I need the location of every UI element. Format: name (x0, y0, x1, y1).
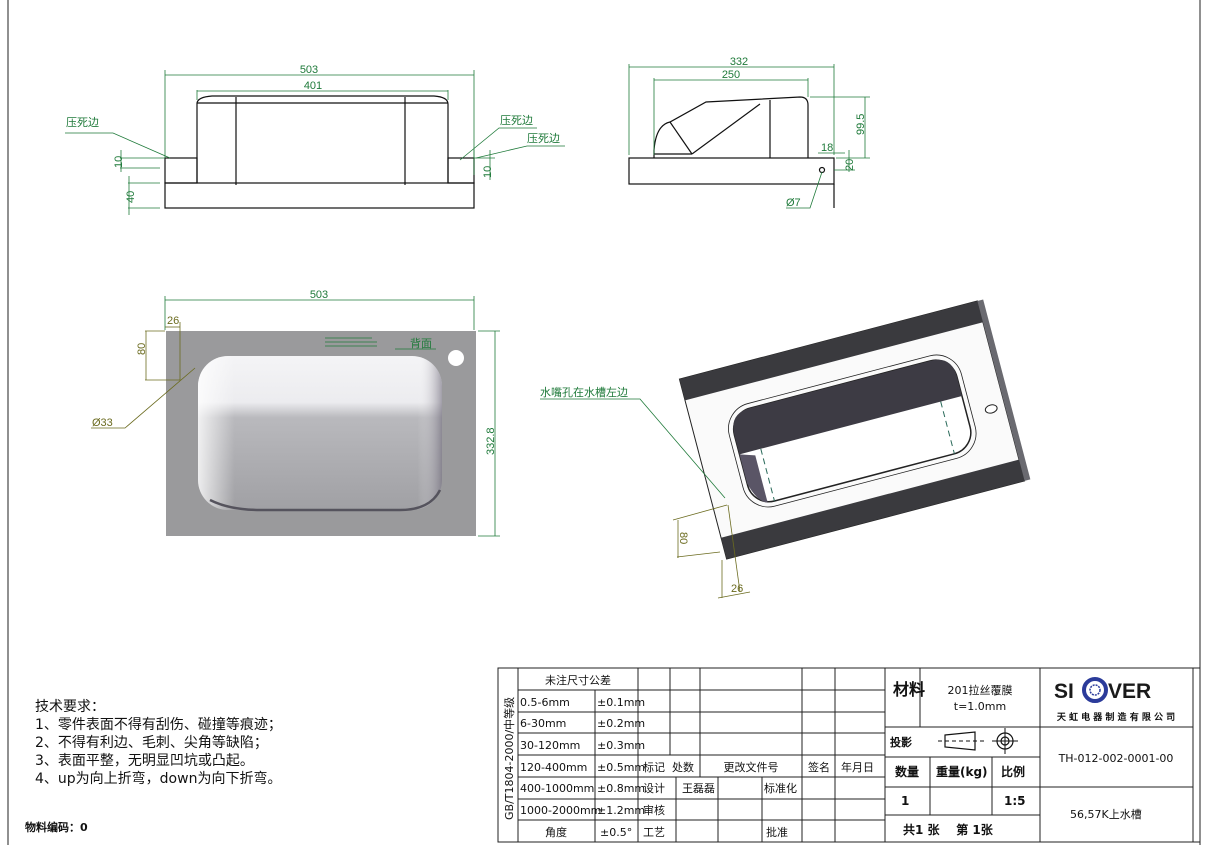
material-label: 材料 (893, 680, 925, 699)
company-logo: SI VER 天 虹 电 器 制 造 有 限 公 司 (1054, 677, 1175, 723)
tech-req-item: 2、不得有利边、毛刺、尖角等缺陷； (35, 735, 268, 751)
tolerance-table: GB/T1804-2000/中等级 未注尺寸公差 0.5-6mm ±0.1mm … (497, 667, 1201, 843)
dim-503: 503 (300, 64, 318, 76)
note-press-edge-left: 压死边 (66, 116, 99, 129)
front-view: 503 401 10 40 10 压死边 压死边 压死边 (65, 64, 565, 215)
scale-label: 比例 (1001, 764, 1025, 779)
dim-10-right: 10 (482, 166, 494, 178)
rev-count: 处数 (672, 761, 694, 774)
tech-req-title: 技术要求： (35, 699, 105, 715)
qty-value: 1 (901, 794, 909, 808)
dim-80: 80 (136, 343, 148, 355)
qty-label: 数量 (895, 764, 919, 779)
top-view: 背面 503 332.8 26 80 Ø33 (91, 289, 500, 537)
note-back-side: 背面 (410, 336, 432, 350)
rev-doc-no: 更改文件号 (724, 760, 779, 774)
material-code: 物料编码：0 (25, 821, 88, 834)
tol-range: 120-400mm (520, 761, 587, 774)
tol-value: ±0.2mm (597, 717, 645, 730)
first-angle-projection-icon (938, 728, 1018, 754)
tol-range: 6-30mm (520, 717, 566, 730)
company-name: 天 虹 电 器 制 造 有 限 公 司 (1057, 711, 1175, 723)
tol-range: 30-120mm (520, 739, 580, 752)
projection-label: 投影 (890, 735, 912, 749)
note-faucet-hole-left: 水嘴孔在水槽左边 (540, 386, 628, 399)
tub-outline (196, 95, 449, 183)
iso-dim-80: 80 (677, 532, 689, 544)
rev-date: 年月日 (841, 760, 874, 774)
dim-20: 20 (844, 159, 856, 171)
dim-401: 401 (304, 80, 322, 92)
dim-10-left: 10 (113, 156, 125, 168)
iso-dim-26: 26 (731, 583, 743, 595)
title-block: 材料 201拉丝覆膜 t=1.0mm 投影 数量 重量(kg) 比例 1 1:5… (885, 668, 1194, 842)
sheet-count: 共1 张 第 1张 (903, 822, 994, 837)
tolerance-header: 未注尺寸公差 (545, 673, 611, 687)
rev-mark: 标记 (643, 760, 665, 774)
angle-label: 角度 (545, 825, 567, 839)
svg-text:SI: SI (1054, 680, 1074, 703)
design-label: 设计 (643, 782, 665, 795)
tech-req-item: 3、表面平整，无明显凹坑或凸起。 (35, 753, 254, 769)
side-tub-outline (653, 96, 809, 158)
tech-req-item: 1、零件表面不得有刮伤、碰撞等痕迹； (35, 717, 282, 733)
dim-250: 250 (722, 69, 740, 81)
faucet-hole (448, 350, 464, 366)
tolerance-standard: GB/T1804-2000/中等级 (502, 697, 516, 820)
tol-value: ±0.1mm (597, 696, 645, 709)
tol-value: ±0.3mm (597, 739, 645, 752)
iso-view: 水嘴孔在水槽左边 80 26 (540, 299, 1031, 599)
approve-label: 批准 (766, 825, 788, 839)
technical-requirements: 技术要求： 1、零件表面不得有刮伤、碰撞等痕迹； 2、不得有利边、毛刺、尖角等缺… (35, 698, 282, 788)
rev-sign: 签名 (808, 760, 830, 774)
standardize-label: 标准化 (764, 781, 797, 795)
tol-range: 400-1000mm (520, 782, 594, 795)
tol-value: ±1.2mm (597, 804, 645, 817)
part-name: 56,57K上水槽 (1070, 808, 1142, 821)
side-base (628, 157, 835, 185)
note-press-edge-right-2: 压死边 (527, 132, 560, 145)
process-label: 工艺 (643, 826, 665, 839)
base-plate (164, 182, 475, 209)
flange-right (447, 157, 475, 184)
dim-40: 40 (125, 191, 137, 203)
tol-range: 1000-2000mm (520, 804, 601, 817)
dim-332: 332 (730, 56, 748, 68)
tol-range: 0.5-6mm (520, 696, 570, 709)
dim-33: Ø33 (92, 417, 113, 429)
dim-hole-7: Ø7 (786, 197, 801, 209)
designer-name: 王磊磊 (682, 782, 715, 795)
material-value: 201拉丝覆膜 (948, 683, 1013, 697)
side-view: 332 250 99.5 18 20 Ø7 (628, 56, 870, 209)
dim-332-8: 332.8 (485, 427, 497, 455)
tech-req-item: 4、up为向上折弯，down为向下折弯。 (35, 771, 282, 787)
dim-99-5: 99.5 (855, 114, 867, 135)
dim-18: 18 (821, 142, 833, 154)
dim-top-503: 503 (310, 289, 328, 301)
scale-value: 1:5 (1004, 794, 1026, 808)
material-thickness: t=1.0mm (954, 700, 1006, 713)
drawing-number: TH-012-002-0001-00 (1058, 752, 1174, 765)
dim-26: 26 (167, 315, 179, 327)
note-press-edge-right-1: 压死边 (500, 114, 533, 127)
flange-left (164, 157, 198, 184)
tol-value: ±0.8mm (597, 782, 645, 795)
weight-label: 重量(kg) (936, 764, 988, 779)
tol-value: ±0.5mm (597, 761, 645, 774)
svg-text:VER: VER (1108, 680, 1151, 703)
angle-tol: ±0.5° (600, 826, 632, 839)
review-label: 审核 (643, 803, 665, 817)
